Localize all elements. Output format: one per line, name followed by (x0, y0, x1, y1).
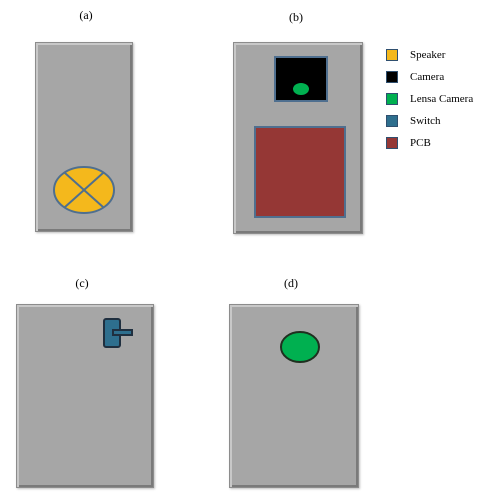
legend-swatch-lensa-camera (386, 93, 398, 105)
panel-label-a: (a) (79, 8, 93, 22)
legend-label: PCB (410, 137, 431, 149)
enclosure-c (16, 304, 154, 488)
panel-label-d: (d) (284, 276, 298, 290)
legend-label: Camera (410, 71, 445, 83)
legend-swatch-pcb (386, 137, 398, 149)
legend-label: Switch (410, 115, 441, 127)
pcb-board (254, 126, 346, 218)
speaker-icon (53, 166, 115, 214)
legend-swatch-switch (386, 115, 398, 127)
switch-icon (103, 318, 133, 348)
camera-lens-icon (293, 83, 309, 95)
legend-swatch-speaker (386, 49, 398, 61)
panel-label-c: (c) (75, 276, 89, 290)
legend-swatch-camera (386, 71, 398, 83)
legend-label: Lensa Camera (410, 93, 474, 105)
legend-label: Speaker (410, 49, 446, 61)
panel-label-b: (b) (289, 10, 303, 24)
camera-lens-icon (280, 331, 320, 363)
